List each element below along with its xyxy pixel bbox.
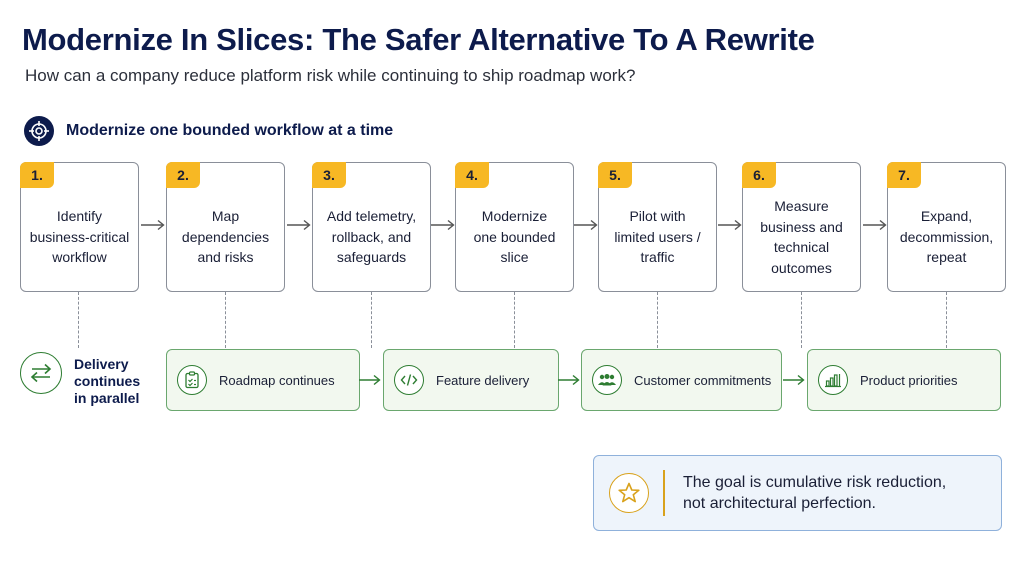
step-number-badge: 1.: [20, 162, 54, 188]
lane-item-feature-delivery: Feature delivery: [383, 349, 559, 411]
arrow-right-icon: [431, 219, 455, 231]
callout-text: The goal is cumulative risk reduction, n…: [683, 474, 947, 512]
goal-callout: The goal is cumulative risk reduction, n…: [593, 455, 1002, 531]
step-card-5: 5. Pilot with limited users / traffic: [598, 162, 717, 292]
step-label: Pilot with limited users / traffic: [614, 208, 701, 266]
step-number-badge: 5.: [598, 162, 632, 188]
step-label: Measure business and technical outcomes: [760, 198, 843, 276]
step-card-7: 7. Expand, decommission, repeat: [887, 162, 1006, 292]
dashed-connector: [657, 292, 658, 348]
step-label: Identify business-critical workflow: [29, 208, 130, 266]
lane-item-product-priorities: Product priorities: [807, 349, 1001, 411]
step-label: Expand, decommission, repeat: [899, 208, 994, 266]
callout-divider: [663, 470, 665, 516]
dashed-connector: [78, 292, 79, 348]
step-card-4: 4. Modernize one bounded slice: [455, 162, 574, 292]
arrow-right-icon: [287, 219, 311, 231]
step-card-3: 3. Add telemetry, rollback, and safeguar…: [312, 162, 431, 292]
target-icon: [24, 116, 54, 146]
step-card-2: 2. Map dependencies and risks: [166, 162, 285, 292]
people-icon: [592, 365, 622, 395]
arrow-right-icon: [783, 374, 805, 386]
lane-item-label: Product priorities: [860, 372, 958, 388]
step-number-badge: 7.: [887, 162, 921, 188]
dashed-connector: [514, 292, 515, 348]
step-label: Modernize one bounded slice: [473, 208, 556, 266]
step-label: Map dependencies and risks: [181, 208, 270, 266]
bar-chart-icon: [818, 365, 848, 395]
lane-item-label: Roadmap continues: [219, 372, 335, 388]
step-number-badge: 6.: [742, 162, 776, 188]
arrow-right-icon: [574, 219, 598, 231]
section-header: Modernize one bounded workflow at a time: [24, 116, 393, 146]
page-subtitle: How can a company reduce platform risk w…: [25, 66, 636, 85]
swap-arrows-icon: [20, 352, 62, 394]
dashed-connector: [801, 292, 802, 348]
dashed-connector: [225, 292, 226, 348]
arrow-right-icon: [718, 219, 742, 231]
step-card-1: 1. Identify business-critical workflow: [20, 162, 139, 292]
page-title: Modernize In Slices: The Safer Alternati…: [22, 22, 815, 57]
step-number-badge: 3.: [312, 162, 346, 188]
step-number-badge: 4.: [455, 162, 489, 188]
arrow-right-icon: [558, 374, 580, 386]
step-card-6: 6. Measure business and technical outcom…: [742, 162, 861, 292]
section-label: Modernize one bounded workflow at a time: [66, 122, 394, 139]
clipboard-check-icon: [177, 365, 207, 395]
lane-item-customer-commitments: Customer commitments: [581, 349, 782, 411]
dashed-connector: [371, 292, 372, 348]
lane-item-roadmap: Roadmap continues: [166, 349, 360, 411]
lane-item-label: Feature delivery: [436, 372, 530, 388]
lane-item-label: Customer commitments: [634, 372, 772, 388]
arrow-right-icon: [863, 219, 887, 231]
step-label: Add telemetry, rollback, and safeguards: [326, 208, 417, 266]
delivery-label: Delivery continues in parallel: [74, 356, 141, 406]
arrow-right-icon: [359, 374, 381, 386]
code-icon: [394, 365, 424, 395]
dashed-connector: [946, 292, 947, 348]
step-number-badge: 2.: [166, 162, 200, 188]
arrow-right-icon: [141, 219, 165, 231]
star-icon: [609, 473, 649, 513]
